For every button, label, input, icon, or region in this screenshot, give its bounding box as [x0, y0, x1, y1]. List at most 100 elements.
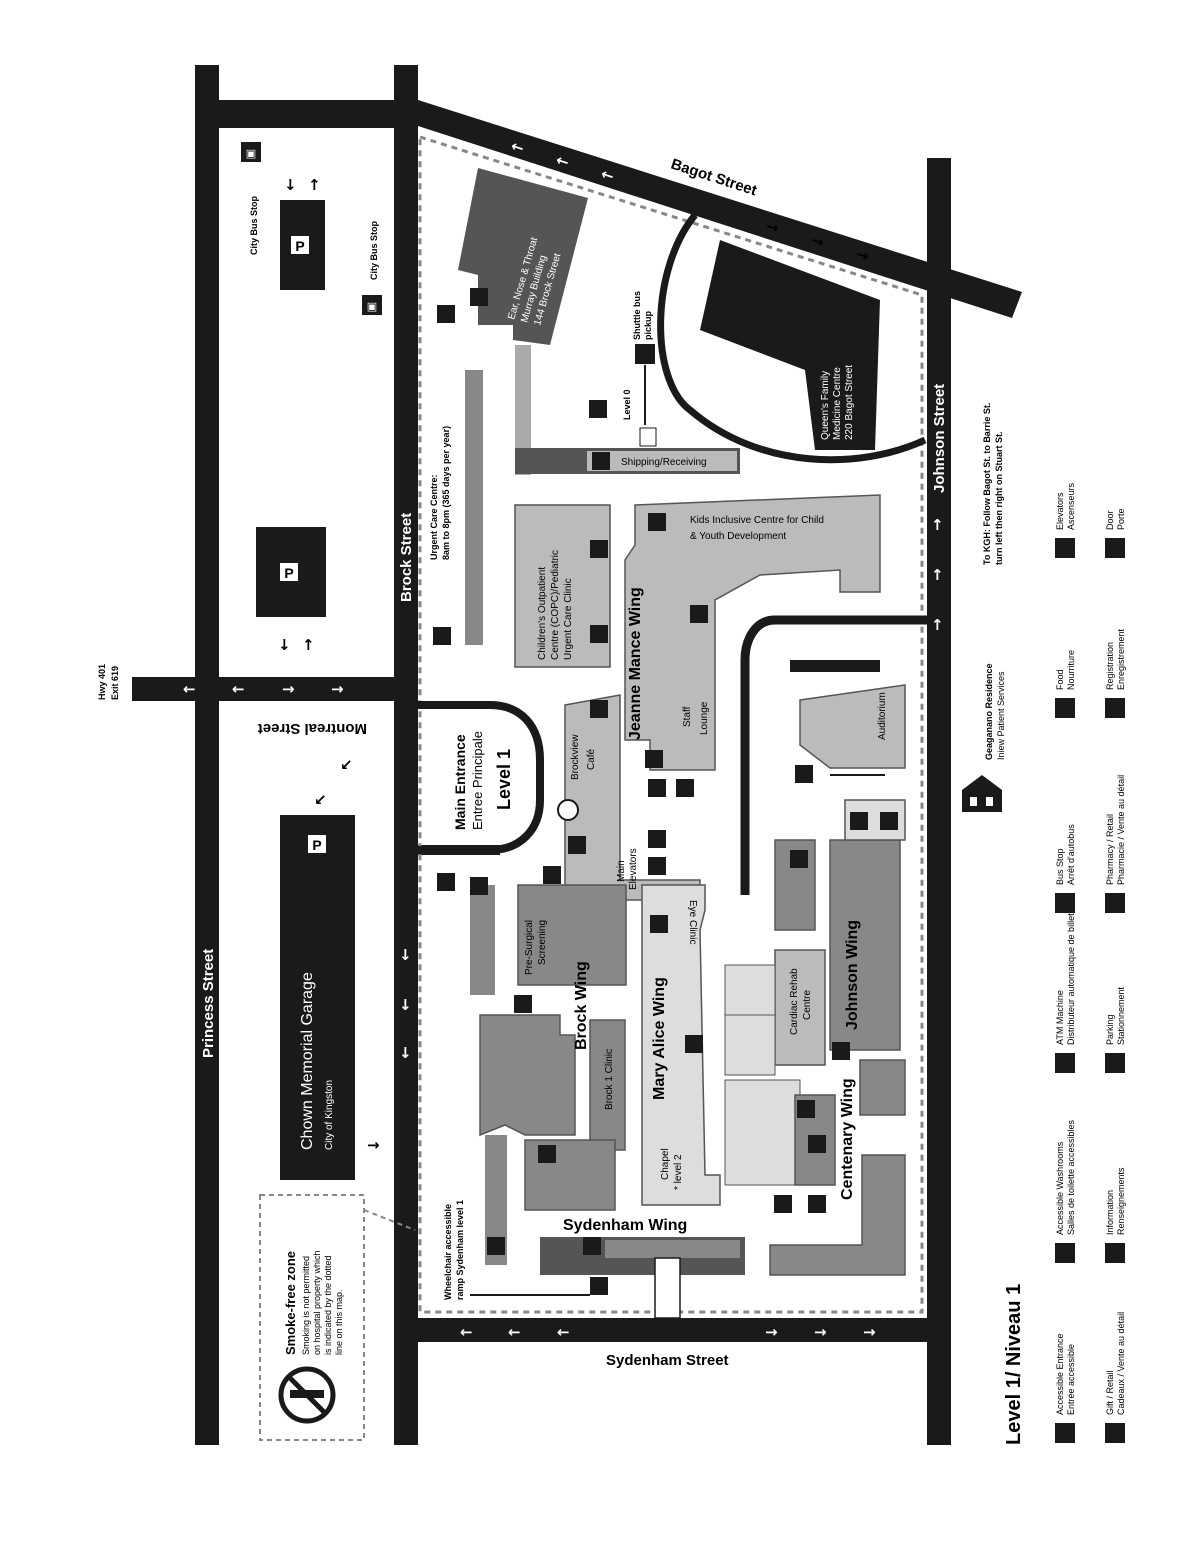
- montreal-street-label: Montreal Street: [258, 720, 367, 737]
- legend-label-fr: Distributeur automatique de billets: [1066, 908, 1076, 1045]
- wheelchair-icon: [589, 400, 607, 418]
- princess-street-label: Princess Street: [200, 949, 217, 1058]
- legend-label-en: Accessible Entrance: [1055, 1333, 1065, 1415]
- parking-p-garage-bg: [308, 835, 326, 853]
- svg-text:↓: ↓: [278, 636, 291, 654]
- legend-label-en: Food: [1055, 669, 1065, 690]
- legend-label-en: Parking: [1105, 1014, 1115, 1045]
- legend-atm-icon: [1055, 1053, 1075, 1073]
- legend-label-en: Registration: [1105, 642, 1115, 690]
- chapel-label-2: * level 2: [673, 1154, 684, 1190]
- svg-text:←: ←: [508, 1323, 521, 1341]
- svg-text:←: ←: [460, 1323, 473, 1341]
- smoke-free-line4: line on this map.: [334, 1289, 344, 1355]
- svg-text:←: ←: [509, 137, 527, 158]
- city-bus-stop-label-1: City Bus Stop: [249, 195, 259, 255]
- elevator-icon: [538, 1145, 556, 1163]
- pre-surgical-screening: [517, 884, 627, 986]
- level-0-label: Level 0: [622, 389, 632, 420]
- svg-text:←: ←: [599, 165, 617, 186]
- directions-line2: turn left then right on Stuart St.: [994, 432, 1004, 566]
- shipping-stair-marker: [639, 427, 657, 447]
- smoke-free-line1: Smoking is not permitted: [301, 1256, 311, 1355]
- main-entrance-drive: [418, 701, 544, 854]
- centenary-wing-label: Centenary Wing: [839, 1078, 856, 1200]
- sydenham-ramp-stairs: [654, 1257, 681, 1319]
- wheelchair-icon: [437, 873, 455, 891]
- legend-label-en: Bus Stop: [1055, 848, 1065, 885]
- brock-wing-corridor: [470, 885, 495, 995]
- stairs-icon: [880, 812, 898, 830]
- elevator-icon: [648, 857, 666, 875]
- legend-food-icon: [1055, 698, 1075, 718]
- light-block-2: [724, 1014, 776, 1076]
- svg-text:↑: ↑: [931, 616, 944, 634]
- accessible-washroom-icon: [590, 540, 608, 558]
- legend-label-fr: Ascenseurs: [1066, 482, 1076, 530]
- auditorium-label: Auditorium: [877, 692, 888, 740]
- map-icons: [433, 288, 898, 1295]
- jeanne-mance-wing-label: Jeanne Mance Wing: [627, 587, 644, 740]
- legend-label-en: Gift / Retail: [1105, 1370, 1115, 1415]
- roads: [132, 65, 1022, 1445]
- kids-centre-label-1: Kids Inclusive Centre for Child: [690, 515, 824, 526]
- smoke-free-line2: on hospital property which: [312, 1250, 322, 1355]
- legend-label-fr: Stationnement: [1116, 986, 1126, 1045]
- svg-text:↑: ↑: [931, 516, 944, 534]
- legend-label-fr: Renseignements: [1116, 1167, 1126, 1235]
- qfmc-circular-drive: [657, 212, 927, 464]
- bus-icon-north: [241, 142, 261, 162]
- murray-building: [458, 168, 588, 345]
- svg-text:↑: ↑: [302, 636, 315, 654]
- legend-parking-icon: [1105, 1053, 1125, 1073]
- legend-label-en: Pharmacy / Retail: [1105, 814, 1115, 885]
- city-bus-stop-label-2: City Bus Stop: [369, 220, 379, 280]
- svg-text:↓: ↓: [399, 946, 412, 964]
- legend-label-en: Elevators: [1055, 492, 1065, 530]
- stairs-icon: [487, 1237, 505, 1255]
- svg-text:←: ←: [232, 680, 245, 698]
- legend-label-fr: Salles de toilette accessibles: [1066, 1119, 1076, 1235]
- legend-pharmacy-icon: [1105, 893, 1125, 913]
- shipping-receiving-label: Shipping/Receiving: [621, 457, 707, 468]
- copc-label-3: Urgent Care Clinic: [563, 578, 574, 660]
- stairs-icon: [832, 1042, 850, 1060]
- elevator-icon: [790, 850, 808, 868]
- chapel-label-1: Chapel: [660, 1148, 671, 1180]
- sydenham-street-label: Sydenham Street: [606, 1352, 729, 1369]
- parking-p-garage: P: [312, 837, 321, 853]
- hospital-property-boundary: [418, 134, 924, 1314]
- exit-619-label: Exit 619: [110, 666, 120, 700]
- johnson-wing: [829, 839, 901, 1051]
- copc-label-2: Centre (COPC)/Pediatric: [550, 550, 561, 660]
- copc-label-1: Children's Outpatient: [537, 567, 548, 660]
- elevator-icon: [797, 1100, 815, 1118]
- ramp-label-2: ramp Sydenham level 1: [455, 1200, 465, 1300]
- legend-title: Level 1/ Niveau 1: [1003, 1284, 1025, 1445]
- svg-text:↓: ↓: [399, 1044, 412, 1062]
- parking-p-north: P: [295, 238, 304, 254]
- staff-lounge-label-2: Lounge: [699, 701, 710, 735]
- bus-stops: ▣ City Bus Stop City Bus Stop ▣: [241, 142, 382, 315]
- revolving-door-icon: [557, 799, 579, 821]
- parking-p-north-bg: [291, 236, 309, 254]
- shipping-receiving-inner: [587, 451, 737, 471]
- qfmc-building: [700, 240, 880, 450]
- legend-label-fr: Cadeaux / Vente au détail: [1116, 1312, 1126, 1415]
- loading-bar: [790, 660, 880, 672]
- jeanne-mance-wing: [624, 494, 881, 771]
- legend-bus-icon: [1055, 893, 1075, 913]
- johnson-wing-annex: [859, 1059, 906, 1116]
- mary-alice-wing: [641, 884, 721, 1206]
- sydenham-wing-label: Sydenham Wing: [563, 1217, 687, 1234]
- ramp-label-1: Wheelchair accessible: [443, 1204, 453, 1300]
- johnson-street-label: Johnson Street: [931, 384, 948, 493]
- svg-text:→: →: [282, 680, 295, 698]
- cardiac-label-2: Centre: [802, 990, 813, 1020]
- atm-icon: [648, 779, 666, 797]
- svg-text:↙: ↙: [340, 756, 353, 774]
- bagot-street-road: [418, 100, 1022, 318]
- geaganano-label-2: Iniew Patient Services: [996, 671, 1006, 760]
- legend-door-icon: [1105, 538, 1125, 558]
